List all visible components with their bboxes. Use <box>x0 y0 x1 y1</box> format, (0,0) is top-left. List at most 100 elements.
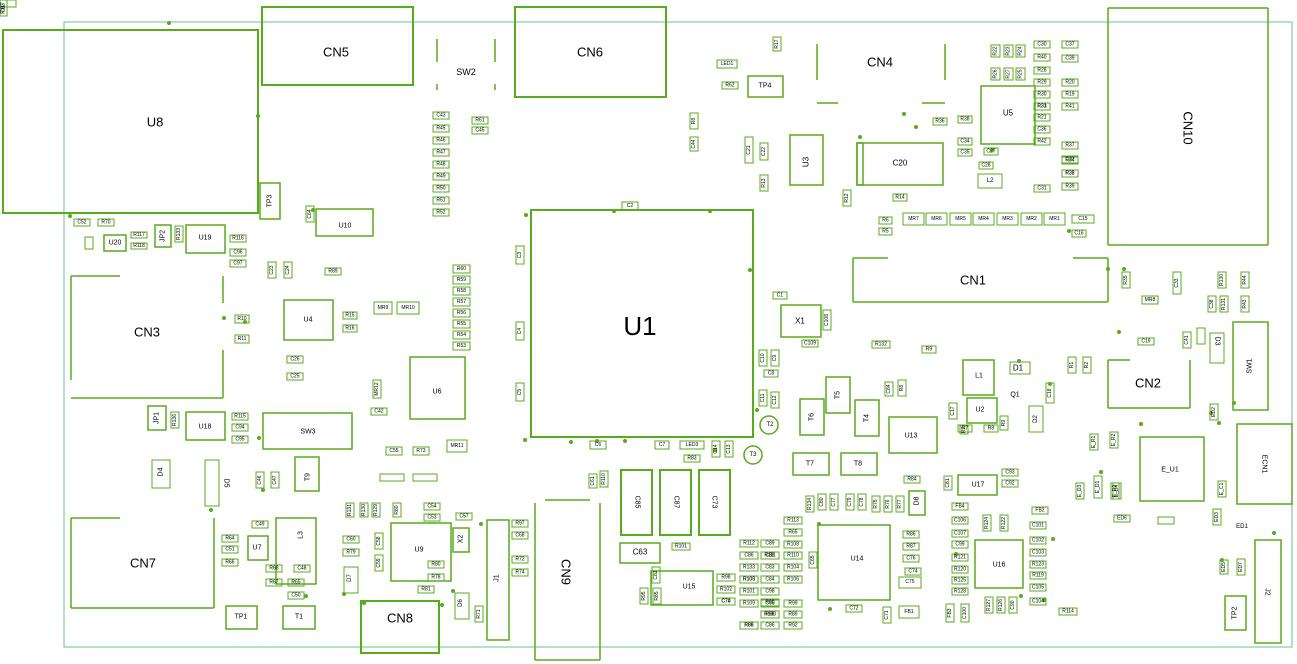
label-c59: C59 <box>376 558 382 567</box>
label-c44: C44 <box>691 139 697 148</box>
label-c23: C23 <box>269 265 275 274</box>
part-c106 <box>951 516 969 525</box>
part-r49 <box>432 172 450 181</box>
pin1-marker <box>817 522 821 526</box>
label-r133: R133 <box>176 228 182 240</box>
label-d4: D4 <box>158 467 165 476</box>
pin1-marker <box>708 209 712 213</box>
part-r92 <box>783 621 803 630</box>
label-r10: R10 <box>237 316 246 322</box>
part-e_r1 <box>1089 433 1099 451</box>
label-fb2: FB2 <box>1035 508 1044 514</box>
part-r111 <box>760 551 780 560</box>
label-e-d1: E_D1 <box>1095 481 1101 494</box>
label-r85: R85 <box>654 591 660 600</box>
part-led1 <box>716 59 738 69</box>
label-c13: C13 <box>726 444 732 453</box>
part-c46 <box>255 471 265 489</box>
d4 <box>151 459 171 489</box>
part-r130 <box>359 502 369 518</box>
pin1-marker <box>311 208 315 212</box>
label-r76: R76 <box>885 499 891 508</box>
label-r124: R124 <box>984 517 990 529</box>
label-x1: X1 <box>795 317 805 326</box>
part-e_r2 <box>1109 431 1119 449</box>
pin1-marker <box>1209 411 1213 415</box>
part-c50 <box>287 591 305 600</box>
l2 <box>977 173 1003 189</box>
label-r40: R40 <box>1037 55 1046 61</box>
pin1-marker <box>1106 267 1110 271</box>
label-c63: C63 <box>633 548 648 557</box>
label-r67: R67 <box>269 580 278 586</box>
label-c71: C71 <box>884 610 890 619</box>
label-cn3: CN3 <box>134 325 160 340</box>
part-r59 <box>452 275 471 285</box>
part-c7 <box>654 440 670 450</box>
d5 <box>204 459 220 507</box>
label-c57: C57 <box>459 514 468 520</box>
label-cn6: CN6 <box>577 45 603 60</box>
label-ed3: ED3 <box>1214 512 1220 522</box>
part-r88 <box>739 621 759 630</box>
label-r117: R117 <box>1 2 7 14</box>
pin1-marker <box>257 436 261 440</box>
label-r126: R126 <box>998 599 1004 611</box>
label-tp3: TP3 <box>267 194 274 207</box>
pin1-marker <box>1272 531 1276 535</box>
label-mr7: MR7 <box>908 216 919 222</box>
part-ed3 <box>1212 508 1222 526</box>
part-r2 <box>1082 356 1092 374</box>
label-r88: R88 <box>744 623 753 629</box>
label-r122: R122 <box>1001 517 1007 529</box>
jp1 <box>147 405 167 431</box>
label-l1: L1 <box>975 373 983 380</box>
part-r44 <box>1240 271 1250 289</box>
part-fb3 <box>945 603 955 623</box>
part-c2 <box>621 201 639 211</box>
pin1-marker <box>858 135 862 139</box>
label-c108: C108 <box>824 314 830 326</box>
label-r61: R61 <box>475 118 484 124</box>
part-c82 <box>651 566 661 584</box>
part-r71 <box>474 605 484 623</box>
e-u1 <box>1139 436 1205 502</box>
part-r125 <box>951 576 969 585</box>
label-r123: R123 <box>1032 562 1044 568</box>
part-r8 <box>689 112 699 130</box>
label-mr12: MR12 <box>374 382 380 396</box>
label-r19: R19 <box>1065 92 1074 98</box>
part-c90 <box>1008 596 1018 614</box>
label-r7: R7 <box>962 426 969 432</box>
part-c86 <box>760 621 780 630</box>
part-mr9 <box>373 301 393 315</box>
part-c95 <box>231 435 249 444</box>
label-r105: R105 <box>743 577 755 583</box>
part-r115 <box>231 412 249 421</box>
label-r95: R95 <box>641 591 647 600</box>
label-c36: C36 <box>1037 127 1046 133</box>
label-r14: R14 <box>895 195 904 201</box>
part-c22 <box>759 142 769 161</box>
label-c74: C74 <box>721 599 730 605</box>
label-u1: U1 <box>623 311 656 341</box>
part-c14 <box>711 440 721 458</box>
label-r118: R118 <box>133 243 145 249</box>
t5 <box>825 376 851 414</box>
label-u13: U13 <box>905 433 918 440</box>
label-c82: C82 <box>653 570 659 579</box>
part-c71 <box>882 606 892 624</box>
label-c103: C103 <box>1032 550 1044 556</box>
pin1-marker <box>1048 382 1052 386</box>
label-c106: C106 <box>954 518 966 524</box>
label-c9: C9 <box>772 355 778 362</box>
part-c12 <box>770 391 780 409</box>
label-c61: C61 <box>590 476 596 485</box>
j2 <box>1254 539 1282 644</box>
part-c84 <box>760 575 780 584</box>
label-c35: C35 <box>960 150 969 156</box>
label-mr3: MR3 <box>1002 216 1013 222</box>
part-c33 <box>1172 271 1182 295</box>
label-c99: C99 <box>955 542 964 548</box>
t7 <box>792 452 830 476</box>
